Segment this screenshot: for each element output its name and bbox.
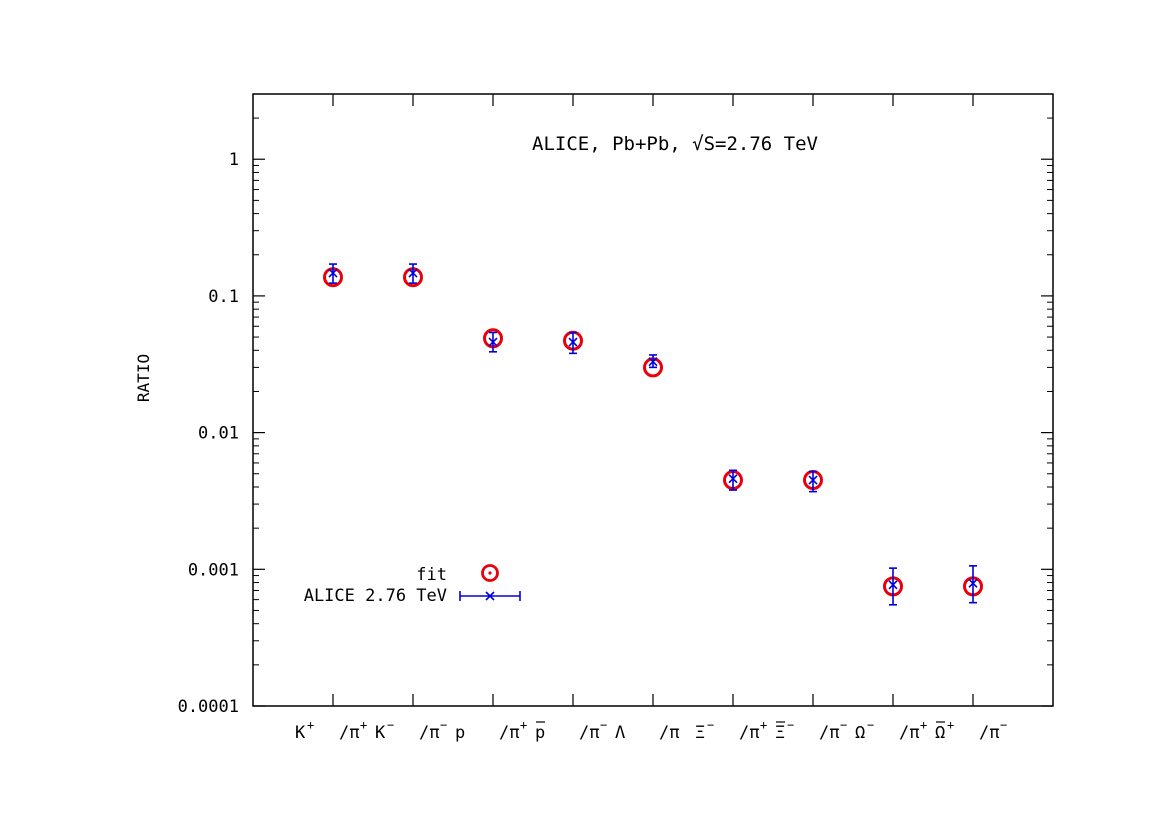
alice-point-x-b xyxy=(568,337,578,347)
category-denominator: /π xyxy=(419,723,439,743)
legend: fit ALICE 2.76 TeV xyxy=(304,564,521,606)
category-numerator: K xyxy=(295,723,306,743)
alice-point-x-b xyxy=(888,580,898,590)
y-tick-label: 0.001 xyxy=(188,560,239,580)
series-fit xyxy=(323,267,983,597)
alice-point-x-b xyxy=(728,474,738,484)
category-denominator-superscript: + xyxy=(920,718,927,732)
legend-label-fit: fit xyxy=(416,565,447,585)
legend-fit-circle xyxy=(481,564,499,582)
y-axis-label: RATIO xyxy=(134,354,153,402)
category-numerator-superscript: − xyxy=(787,718,794,732)
alice-point-x-b xyxy=(808,475,818,485)
category-denominator-superscript: − xyxy=(840,718,847,732)
plot-frame xyxy=(252,93,1054,707)
category-denominator-superscript: + xyxy=(520,718,527,732)
category-numerator-superscript: + xyxy=(947,718,954,732)
y-axis-ticks: 0.0001 0.001 0.01 0.1 1 xyxy=(178,93,1053,717)
legend-label-alice: ALICE 2.76 TeV xyxy=(304,586,447,606)
chart-title: ALICE, Pb+Pb, √S=2.76 TeV xyxy=(532,133,818,155)
x-category-label: Ξ− /π+ xyxy=(695,718,767,743)
category-denominator: /π xyxy=(339,723,359,743)
category-denominator: /π xyxy=(819,723,839,743)
x-category-label: Ω− /π+ xyxy=(855,718,927,743)
x-axis-ticks xyxy=(332,94,974,706)
category-denominator: /π xyxy=(659,723,679,743)
legend-fit-center-dot xyxy=(488,571,492,575)
alice-point-x-b xyxy=(408,268,418,278)
x-category-label: Λ/π xyxy=(615,723,679,743)
category-numerator-superscript: − xyxy=(387,718,394,732)
x-category-label: p/π+ xyxy=(455,718,527,743)
category-denominator: /π xyxy=(899,723,919,743)
alice-point-x-b xyxy=(648,357,658,367)
category-denominator-superscript: + xyxy=(760,718,767,732)
category-numerator: Ξ xyxy=(775,723,785,743)
category-numerator: p xyxy=(535,723,545,743)
category-numerator: Λ xyxy=(615,723,625,743)
x-category-label: K−/π− xyxy=(375,718,447,743)
x-category-label: K+/π+ xyxy=(295,718,367,743)
legend-alice-x-b xyxy=(485,591,495,601)
alice-point-x-b xyxy=(488,337,498,347)
y-tick-label: 0.0001 xyxy=(178,697,239,717)
x-category-label: Ω+ /π− xyxy=(935,718,1007,743)
x-category-label: Ξ−/π− xyxy=(775,718,847,743)
category-denominator-superscript: + xyxy=(360,718,367,732)
y-tick-label: 0.1 xyxy=(208,287,239,307)
alice-point-x-b xyxy=(968,578,978,588)
category-numerator-superscript: − xyxy=(707,718,714,732)
category-denominator-superscript: − xyxy=(1000,718,1007,732)
category-denominator: /π xyxy=(499,723,519,743)
series-alice xyxy=(328,263,978,606)
legend-marks xyxy=(459,564,521,601)
category-numerator: K xyxy=(375,723,386,743)
category-denominator: /π xyxy=(739,723,759,743)
category-denominator: /π xyxy=(579,723,599,743)
x-category-label: p/π− xyxy=(535,718,607,743)
category-denominator-superscript: − xyxy=(600,718,607,732)
category-numerator: p xyxy=(455,723,465,743)
category-numerator-superscript: + xyxy=(307,718,314,732)
category-denominator-superscript: − xyxy=(440,718,447,732)
alice-point-x-b xyxy=(328,268,338,278)
category-numerator: Ω xyxy=(855,723,865,743)
category-numerator: Ω xyxy=(935,723,945,743)
y-tick-label: 1 xyxy=(229,150,239,170)
y-tick-label: 0.01 xyxy=(198,424,239,444)
category-denominator: /π xyxy=(979,723,999,743)
category-numerator-superscript: − xyxy=(867,718,874,732)
category-numerator: Ξ xyxy=(695,723,705,743)
